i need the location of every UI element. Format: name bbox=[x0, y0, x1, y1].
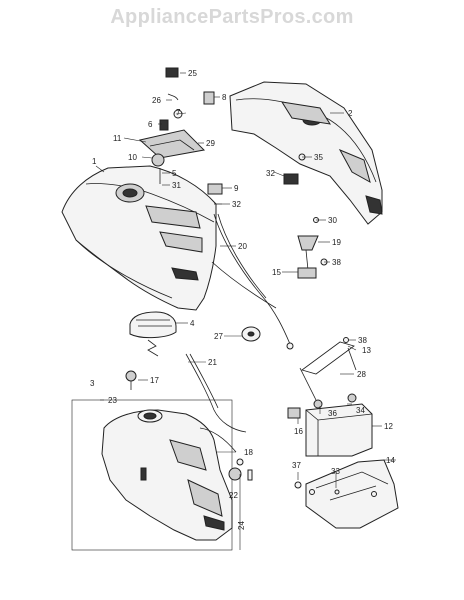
label-part-11: 11 bbox=[113, 134, 122, 143]
label-part-21: 21 bbox=[208, 358, 217, 367]
part-fuel-valve bbox=[297, 217, 328, 279]
label-part-26: 26 bbox=[152, 96, 161, 105]
label-part-32-upper: 32 bbox=[232, 200, 241, 209]
label-part-14: 14 bbox=[386, 456, 395, 465]
label-part-13: 13 bbox=[362, 346, 371, 355]
label-part-9: 9 bbox=[234, 184, 239, 193]
label-part-20: 20 bbox=[238, 242, 247, 251]
label-part-28: 28 bbox=[357, 370, 366, 379]
label-part-27: 27 bbox=[214, 332, 223, 341]
part-labels: 25 26 8 7 6 11 29 10 5 31 9 32 1 2 35 32… bbox=[90, 69, 395, 530]
label-part-1: 1 bbox=[92, 157, 97, 166]
part-switch-cluster bbox=[138, 67, 306, 205]
label-part-35: 35 bbox=[314, 153, 323, 162]
label-part-17: 17 bbox=[150, 376, 159, 385]
part-hoses bbox=[185, 213, 294, 433]
label-part-32: 32 bbox=[266, 169, 275, 178]
part-battery-bracket bbox=[299, 337, 357, 405]
label-part-22: 22 bbox=[229, 491, 238, 500]
label-part-36: 36 bbox=[328, 409, 337, 418]
label-part-38-upper: 38 bbox=[332, 258, 341, 267]
part-fuel-tank bbox=[71, 399, 253, 551]
site-watermark: AppliancePartsPros.com bbox=[110, 6, 354, 28]
label-part-8: 8 bbox=[222, 93, 227, 102]
label-part-16: 16 bbox=[294, 427, 303, 436]
label-part-29: 29 bbox=[206, 139, 215, 148]
label-part-4: 4 bbox=[190, 319, 195, 328]
label-part-34: 34 bbox=[356, 406, 365, 415]
part-battery-tray bbox=[294, 459, 399, 529]
label-part-23: 23 bbox=[108, 396, 117, 405]
label-part-38-lower: 38 bbox=[358, 336, 367, 345]
label-part-25: 25 bbox=[188, 69, 197, 78]
leader-lines bbox=[95, 72, 396, 488]
label-part-31: 31 bbox=[172, 181, 181, 190]
label-part-3: 3 bbox=[90, 379, 95, 388]
label-part-18: 18 bbox=[244, 448, 253, 457]
label-part-5: 5 bbox=[172, 169, 177, 178]
part-fuel-cap bbox=[125, 311, 177, 390]
label-part-19: 19 bbox=[332, 238, 341, 247]
label-part-37: 37 bbox=[292, 461, 301, 470]
label-part-10: 10 bbox=[128, 153, 137, 162]
part-hood-body bbox=[61, 165, 217, 311]
label-part-12: 12 bbox=[384, 422, 393, 431]
part-battery bbox=[287, 393, 373, 457]
part-rear-shroud bbox=[229, 81, 383, 225]
label-part-15: 15 bbox=[272, 268, 281, 277]
label-part-6: 6 bbox=[148, 120, 153, 129]
label-part-24: 24 bbox=[237, 521, 246, 530]
label-part-33: 33 bbox=[331, 467, 340, 476]
label-part-30: 30 bbox=[328, 216, 337, 225]
label-part-7: 7 bbox=[176, 108, 181, 117]
label-part-2: 2 bbox=[348, 109, 353, 118]
